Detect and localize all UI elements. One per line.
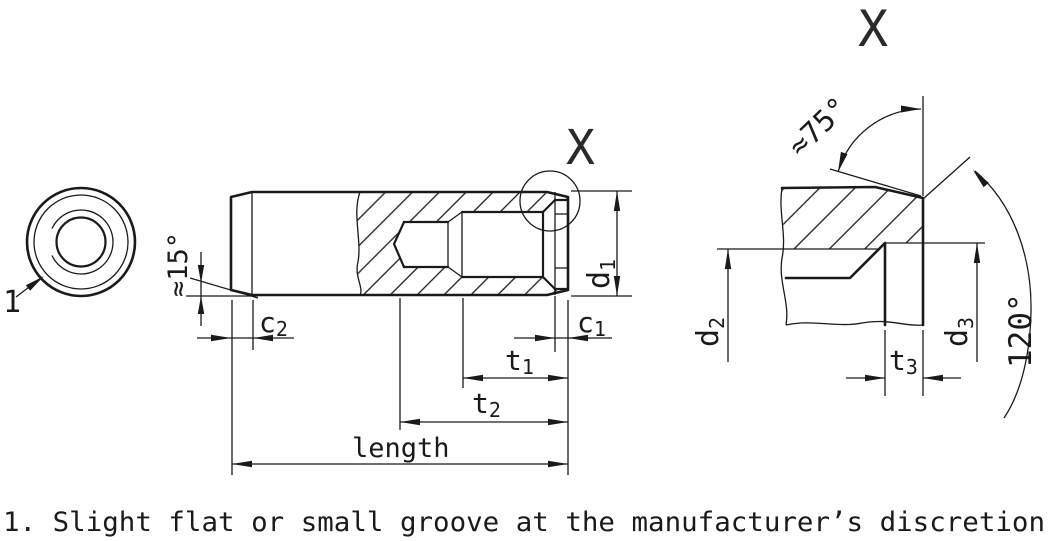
length-arrow-right: [548, 460, 568, 468]
d3-arrowhead: [973, 243, 981, 263]
angle120-label: 120°: [1003, 293, 1039, 368]
t1-label: t1: [505, 344, 534, 379]
pin-outer-diameter-circle: [25, 186, 137, 298]
angle120-arc: [974, 170, 1032, 419]
angle15-arrowhead-upper: [197, 265, 205, 283]
c1-arrow-left: [535, 334, 555, 342]
d1-arrow-top: [613, 191, 621, 211]
angle120-arrowhead: [973, 170, 989, 188]
callout-number: 1: [3, 285, 21, 320]
thread-runout-bottom: [447, 266, 463, 278]
t3-arrow-right: [923, 374, 943, 382]
detail-circle: [519, 170, 581, 232]
angle75-label: ≈75°: [781, 90, 855, 163]
detail-outline: [780, 185, 925, 327]
drill-point: [392, 220, 406, 269]
d1-arrow-bottom: [613, 276, 621, 296]
detail-title: X: [858, 0, 888, 58]
c1-label: c1: [577, 306, 606, 341]
d2-arrowhead: [724, 249, 732, 269]
length-label: length: [352, 433, 450, 464]
c2-label: c2: [259, 306, 288, 341]
break-line: [356, 191, 362, 296]
detail-break-bottom: [785, 320, 924, 326]
thread-runout-top: [447, 211, 463, 223]
countersink-extension-line: [922, 156, 971, 200]
d3-label: d3: [940, 317, 978, 347]
t2-arrow-right: [548, 418, 568, 426]
chamfer-circle: [33, 194, 129, 290]
angle15-chamfer-ext: [189, 277, 259, 299]
c2-arrow-left: [211, 334, 231, 342]
detail-break-left: [780, 187, 788, 326]
detail-hole-profile: [784, 241, 887, 327]
angle15-label: ≈15°: [163, 232, 194, 297]
t1-arrow-right: [548, 374, 568, 382]
thread-major-arc: [51, 209, 114, 275]
footnote: 1. Slight flat or small groove at the ma…: [3, 507, 1045, 538]
c2-arrow-right: [253, 334, 273, 342]
section-hatching: [356, 192, 568, 295]
d1-label: d1: [582, 259, 620, 289]
angle15-arrowhead-lower: [197, 296, 205, 314]
length-arrow-left: [232, 460, 252, 468]
t1-arrow-left: [463, 374, 483, 382]
angle75-arrowhead-lower: [838, 151, 848, 172]
t3-arrow-left: [865, 374, 885, 382]
callout-arrowhead: [25, 276, 44, 291]
detail-marker-label: X: [566, 120, 595, 176]
detail-view: X ≈75° 120° d2 d3: [691, 0, 1039, 419]
flat-extension-line: [829, 168, 922, 197]
d2-label: d2: [691, 317, 729, 347]
t2-arrow-left: [400, 418, 420, 426]
angle75-arrowhead-upper: [901, 105, 921, 113]
countersink-bottom: [541, 275, 557, 291]
countersink-top: [541, 198, 557, 214]
c1-arrow-right: [568, 334, 588, 342]
thread-minor-circle: [55, 216, 107, 268]
detail-hatching: [780, 187, 923, 249]
section-view: X ≈15° c2 c1 t1 t2: [163, 120, 632, 475]
t2-label: t2: [472, 387, 501, 422]
t3-label: t3: [889, 344, 918, 379]
end-view: 1: [3, 186, 137, 320]
